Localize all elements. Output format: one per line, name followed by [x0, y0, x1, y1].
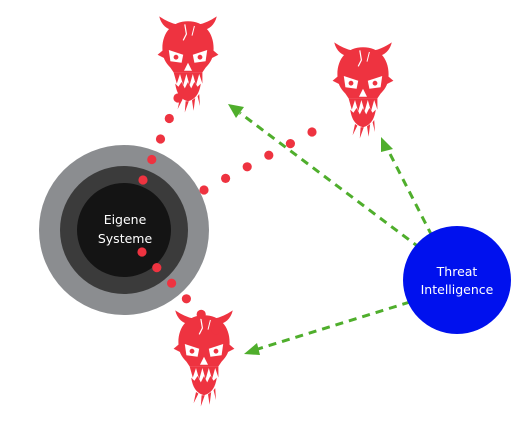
attack-path-dot	[199, 185, 209, 195]
skull-icon	[332, 41, 394, 139]
attack-path-dot	[164, 113, 174, 124]
own-systems-label-line2: Systeme	[98, 231, 153, 246]
arrowhead-bottom	[244, 343, 260, 355]
attack-path-dot	[147, 154, 157, 165]
threat-intelligence-label-line2: Intelligence	[421, 282, 494, 297]
own-systems-inner-ring	[77, 183, 171, 277]
skull-icon	[173, 309, 235, 407]
attack-path-dot	[264, 150, 274, 160]
threat-intelligence-node: Threat Intelligence	[403, 226, 511, 334]
arrowhead-top	[228, 104, 244, 118]
attack-path-dot	[138, 175, 148, 185]
attack-path-dot	[221, 173, 231, 183]
intelligence-arrows	[228, 104, 434, 355]
attack-path-dot	[307, 127, 317, 137]
own-systems-label-line1: Eigene	[104, 212, 147, 227]
attack-path-dot	[167, 278, 177, 288]
own-systems-node: Eigene Systeme	[39, 145, 209, 315]
intel-arrow-to-right-skull	[386, 149, 434, 237]
attack-path-dot	[242, 162, 252, 172]
attack-path-dot	[181, 294, 191, 304]
skull-icon	[157, 15, 219, 113]
attack-path-dot	[137, 247, 147, 257]
attack-path-dot	[173, 93, 183, 103]
arrowhead-right	[381, 137, 393, 152]
intel-arrow-to-top-skull	[239, 111, 421, 250]
attack-path-dot	[211, 325, 221, 335]
attack-path-dot	[285, 139, 295, 149]
attack-paths	[137, 93, 317, 335]
attack-path-dot	[152, 263, 162, 273]
intel-arrow-to-bottom-skull	[257, 300, 411, 351]
threat-intelligence-circle	[403, 226, 511, 334]
threat-intelligence-label-line1: Threat	[436, 264, 478, 279]
attack-path-dot	[155, 134, 166, 144]
attack-path-dot	[196, 309, 206, 319]
